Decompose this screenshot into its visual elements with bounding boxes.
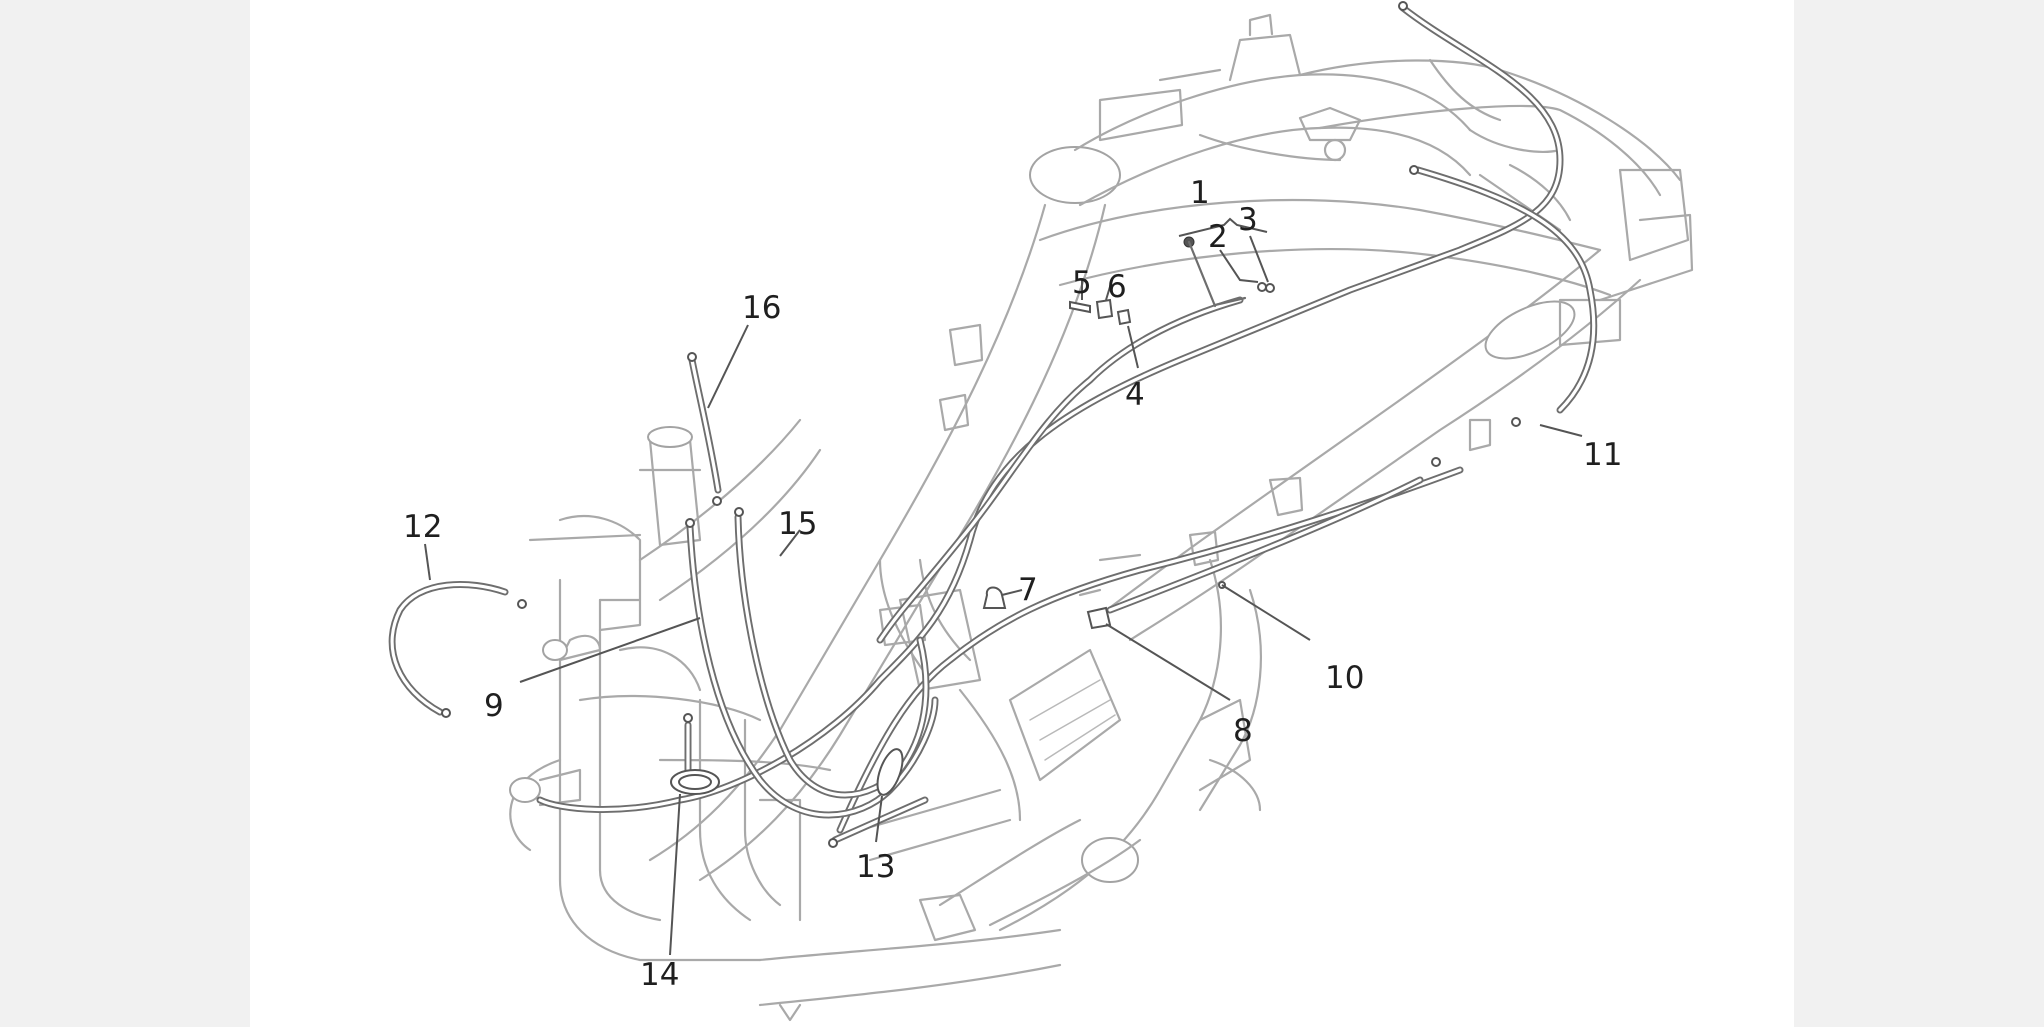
small-parts [670,236,1275,796]
leader-12 [424,543,431,581]
leader-6 [1105,279,1113,301]
scooter-frame [509,13,1694,1022]
callout-2: 2 [1208,219,1228,255]
leader-3 [1249,235,1269,283]
callout-4: 4 [1125,377,1145,413]
leader-1 [1178,217,1268,237]
part-7-clip [982,586,1007,609]
callout-10: 10 [1325,660,1364,696]
leader-13 [875,795,883,843]
callout-1: 1 [1190,175,1210,211]
callout-14: 14 [640,957,679,993]
cable-routing [388,1,1598,848]
callout-15: 15 [778,506,817,542]
callout-13: 13 [856,849,895,885]
callout-9: 9 [484,688,504,724]
leader-14 [669,793,681,956]
callout-6: 6 [1107,269,1127,305]
callout-labels: 1 2 3 4 5 6 7 8 9 10 11 12 13 14 15 16 [403,175,1622,993]
leader-16 [707,324,749,409]
part-14-ring-inner [678,774,712,790]
leader-11 [1539,424,1583,437]
leader-lines [424,217,1583,956]
part-4-clamp [1116,308,1132,326]
leader-8 [1105,623,1231,701]
leader-4 [1127,325,1139,369]
leader-15 [779,529,801,557]
part-3-nipple [1265,283,1275,293]
diagram-canvas: 1 2 3 4 5 6 7 8 9 10 11 12 13 14 15 16 [250,0,1794,1027]
leader-10 [1221,584,1311,641]
leader-2 [1219,249,1259,283]
callout-5: 5 [1072,265,1092,301]
callout-11: 11 [1583,437,1622,473]
leader-7 [1001,589,1023,596]
callout-12: 12 [403,509,442,545]
part-6-clip [1095,298,1114,320]
callout-16: 16 [742,290,781,326]
leader-9 [519,617,701,683]
part-5-screw [1069,300,1091,314]
exploded-parts-diagram: 1 2 3 4 5 6 7 8 9 10 11 12 13 14 15 16 [388,1,1694,1022]
callout-3: 3 [1238,202,1258,238]
part-13-band [876,748,904,796]
callout-8: 8 [1233,713,1253,749]
part-8-clip [1086,606,1112,630]
callout-7: 7 [1018,572,1038,608]
part-2-nut [1257,282,1267,292]
